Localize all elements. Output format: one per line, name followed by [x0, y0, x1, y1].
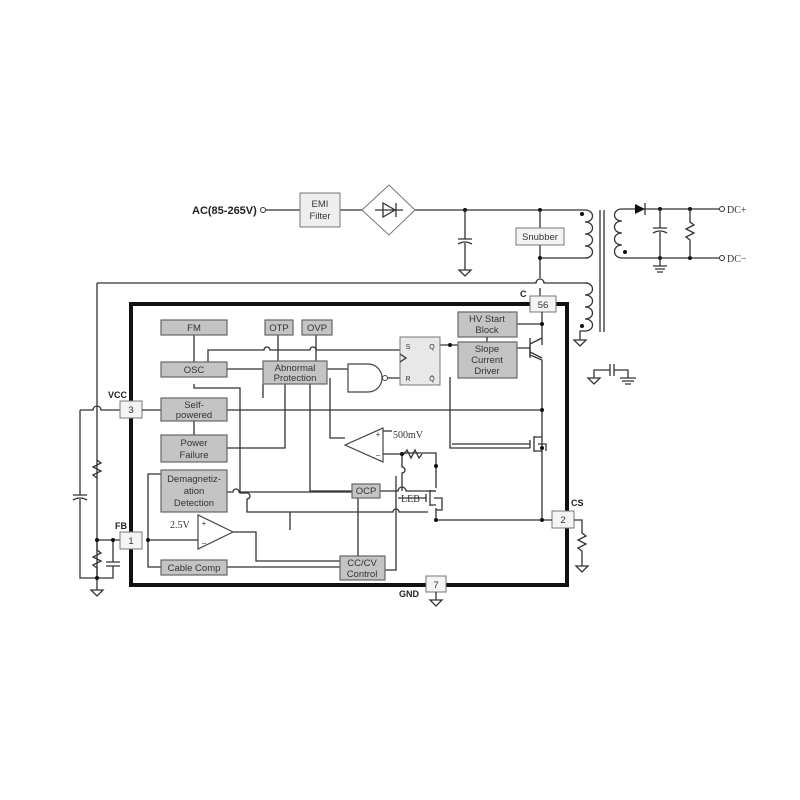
pin-fb-number: 1 [128, 536, 133, 547]
cable-label: Cable Comp [168, 563, 221, 574]
block-self-powered: Self- powered [160, 397, 228, 422]
emi-filter: EMI Filter [299, 192, 341, 228]
pin-vcc-label: VCC [108, 390, 128, 400]
osc-label: OSC [184, 365, 205, 376]
power-label-2: Failure [179, 450, 208, 461]
dc-plus-label: DC+ [727, 205, 747, 216]
bridge-rectifier-icon [361, 184, 416, 236]
aux-wire [97, 278, 588, 284]
block-slope-current-driver: Slope Current Driver [457, 341, 518, 379]
block-ocp: OCP [351, 483, 381, 499]
pin-gnd-label: GND [399, 589, 420, 599]
slope-label-1: Slope [475, 344, 499, 355]
slope-label-3: Driver [474, 366, 499, 377]
self-label-2: powered [176, 410, 212, 421]
ocp-label: OCP [356, 486, 377, 497]
block-abnormal-protection: Abnormal Protection [262, 360, 328, 385]
cccv-label-1: CC/CV [347, 558, 377, 569]
ac-input-label: AC(85-265V) [192, 205, 257, 217]
output-rectifier [622, 203, 725, 273]
slope-label-2: Current [471, 355, 503, 366]
block-power-failure: Power Failure [160, 434, 228, 463]
block-cable-comp: Cable Comp [160, 559, 228, 576]
pin-fb-label: FB [115, 521, 127, 531]
pin-vcc: 3 VCC [108, 390, 143, 419]
sr-latch: S R Q Q̄ [399, 336, 441, 386]
pin-fb: 1 FB [115, 521, 143, 550]
emi-label-2: Filter [309, 211, 330, 222]
demag-label-2: ation [184, 486, 205, 497]
ac-terminal [260, 207, 266, 213]
mosfet-icon [452, 436, 547, 452]
y-capacitor-icon [586, 364, 636, 385]
npn-transistor-icon [517, 337, 543, 359]
ref-500mv-label: 500mV [393, 430, 424, 441]
block-hv-start: HV Start Block [457, 311, 518, 338]
demag-label-3: Detection [174, 498, 214, 509]
self-label-1: Self- [184, 400, 204, 411]
block-demagnetization: Demagnetiz- ation Detection [160, 469, 228, 513]
block-fm: FM [160, 319, 228, 336]
dc-minus-label: DC− [727, 254, 747, 265]
nand-gate-icon [347, 363, 388, 393]
emi-label-1: EMI [312, 199, 329, 210]
hv-label-1: HV Start [469, 314, 505, 325]
pin-gnd-number: 7 [433, 580, 438, 591]
block-ovp: OVP [301, 319, 333, 336]
cmp1-plus: + [376, 430, 381, 439]
bulk-capacitor-icon [457, 208, 473, 277]
pin-cs: 2 CS [551, 498, 590, 573]
block-otp: OTP [264, 319, 294, 336]
pin-c-number: 56 [538, 300, 549, 311]
ic-border [129, 302, 569, 587]
pin-c: 56 C [520, 289, 557, 313]
resistor-icon [403, 448, 423, 460]
op-plus: + [202, 519, 207, 528]
pin-gnd: 7 GND [399, 575, 447, 607]
vcc-fb-external-network [72, 283, 120, 597]
block-osc: OSC [160, 361, 228, 378]
op-minus: − [202, 539, 207, 548]
latch-qbar: Q̄ [429, 375, 435, 383]
demag-label-1: Demagnetiz- [167, 474, 221, 485]
otp-label: OTP [269, 323, 289, 334]
power-label-1: Power [181, 438, 208, 449]
cmp1-minus: − [376, 451, 381, 460]
snubber-box [515, 227, 565, 246]
pin-cs-label: CS [571, 498, 584, 508]
ovp-label: OVP [307, 323, 327, 334]
fm-label: FM [187, 323, 201, 334]
leb-mosfet-icon [398, 490, 443, 511]
latch-q: Q [429, 344, 435, 351]
ref-2v5-label: 2.5V [170, 520, 191, 531]
comparator-500mv-icon: + − [343, 427, 384, 463]
pin-cs-number: 2 [560, 515, 565, 526]
abnormal-label-2: Protection [274, 373, 317, 384]
pin-c-label: C [520, 289, 527, 299]
block-cc-cv-control: CC/CV Control [339, 555, 386, 581]
pin-vcc-number: 3 [128, 405, 133, 416]
cccv-label-2: Control [347, 569, 378, 580]
opamp-2v5-icon: + − [197, 514, 235, 550]
hv-label-2: Block [475, 325, 498, 336]
latch-r: R [405, 376, 410, 383]
snubber-wire [539, 210, 588, 296]
latch-s: S [406, 344, 411, 351]
leb-label: LEB [401, 494, 420, 505]
abnormal-label-1: Abnormal [275, 363, 316, 374]
transformer-icon [572, 208, 627, 347]
snubber-label: Snubber [522, 232, 558, 243]
